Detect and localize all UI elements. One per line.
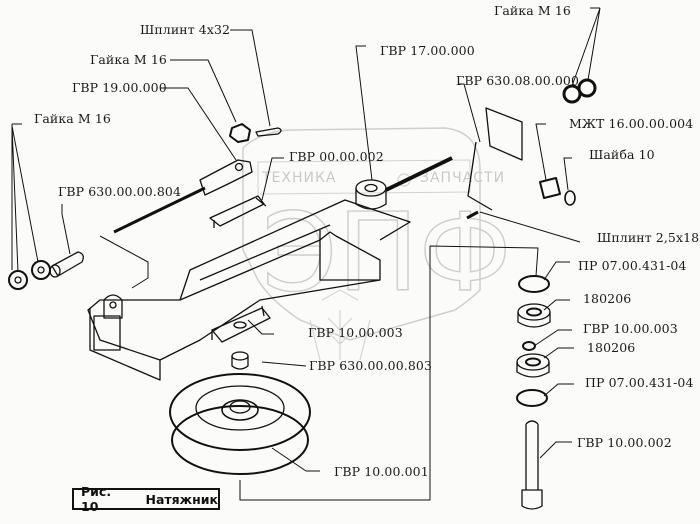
pulley-gvr10-001 (169, 373, 311, 475)
plate-gvr-10-003 (211, 305, 271, 343)
label-gvr-00-00-002: ГВР 00.00.002 (289, 149, 384, 164)
bushing-gvr630-803 (231, 356, 249, 370)
left-nuts (8, 251, 84, 290)
label-gvr-10-00-003-right: ГВР 10.00.003 (583, 321, 678, 336)
figure-caption: Рис. 10 Натяжник (72, 484, 220, 514)
label-gvr-630-00-00-804: ГВР 630.00.00.804 (58, 184, 181, 199)
rod-gvr19 (113, 159, 253, 234)
label-shplint-2-5x18: Шплинт 2,5х18 (597, 230, 700, 245)
caption-title: Натяжник (145, 491, 219, 507)
label-mzht-16-00-00-004: МЖТ 16.00.00.004 (569, 116, 694, 131)
label-gvr-10-00-003-center: ГВР 10.00.003 (308, 325, 403, 340)
label-shaiba-10: Шайба 10 (589, 147, 655, 162)
watermark-logo: ЭПФ (262, 191, 512, 316)
label-bearing-180206-bottom: 180206 (587, 340, 636, 355)
label-gaika-m16-top-left: Гайка М 16 (90, 52, 167, 67)
label-gaika-m16-top-right: Гайка М 16 (494, 3, 571, 18)
front-lug (103, 294, 123, 319)
label-gvr-630-08-00-000: ГВР 630.08.00.000 (456, 73, 579, 88)
bushing-mzht (539, 177, 561, 199)
label-gvr-19-00-000: ГВР 19.00.000 (72, 80, 167, 95)
label-pr-07-00-431-04-bottom: ПР 07.00.431-04 (585, 375, 694, 390)
label-pr-07-00-431-04-top: ПР 07.00.431-04 (578, 258, 687, 273)
watermark-text-left: ТЕХНИКА (262, 170, 337, 186)
crank-gvr630-08 (467, 107, 523, 211)
label-bearing-180206-top: 180206 (583, 291, 632, 306)
label-gaika-m16-left: Гайка М 16 (34, 111, 111, 126)
split-pin-25x18 (466, 210, 479, 220)
nut-m16-right-2 (577, 78, 597, 98)
split-pin-4x32 (255, 127, 282, 137)
washer-10 (564, 190, 576, 206)
label-shplint-4x32: Шплинт 4х32 (140, 22, 231, 37)
watermark-banner (257, 159, 471, 195)
label-gvr-17-00-000: ГВР 17.00.000 (380, 43, 475, 58)
nut-m16-top (229, 123, 251, 143)
plate-gvr-00 (209, 195, 267, 228)
label-gvr-10-00-001: ГВР 10.00.001 (334, 464, 429, 479)
leader-lines (11, 7, 601, 501)
wheat-icon (309, 289, 371, 361)
watermark-text-right: ЗАПЧАСТИ (420, 170, 506, 186)
label-gvr-10-00-002: ГВР 10.00.002 (577, 435, 672, 450)
eye-bolt-gvr17 (355, 156, 453, 210)
right-stack (516, 275, 551, 510)
label-gvr-630-00-00-803: ГВР 630.00.00.803 (309, 358, 432, 373)
frame-beam (87, 199, 411, 381)
caption-number: Рис. 10 (81, 484, 112, 514)
